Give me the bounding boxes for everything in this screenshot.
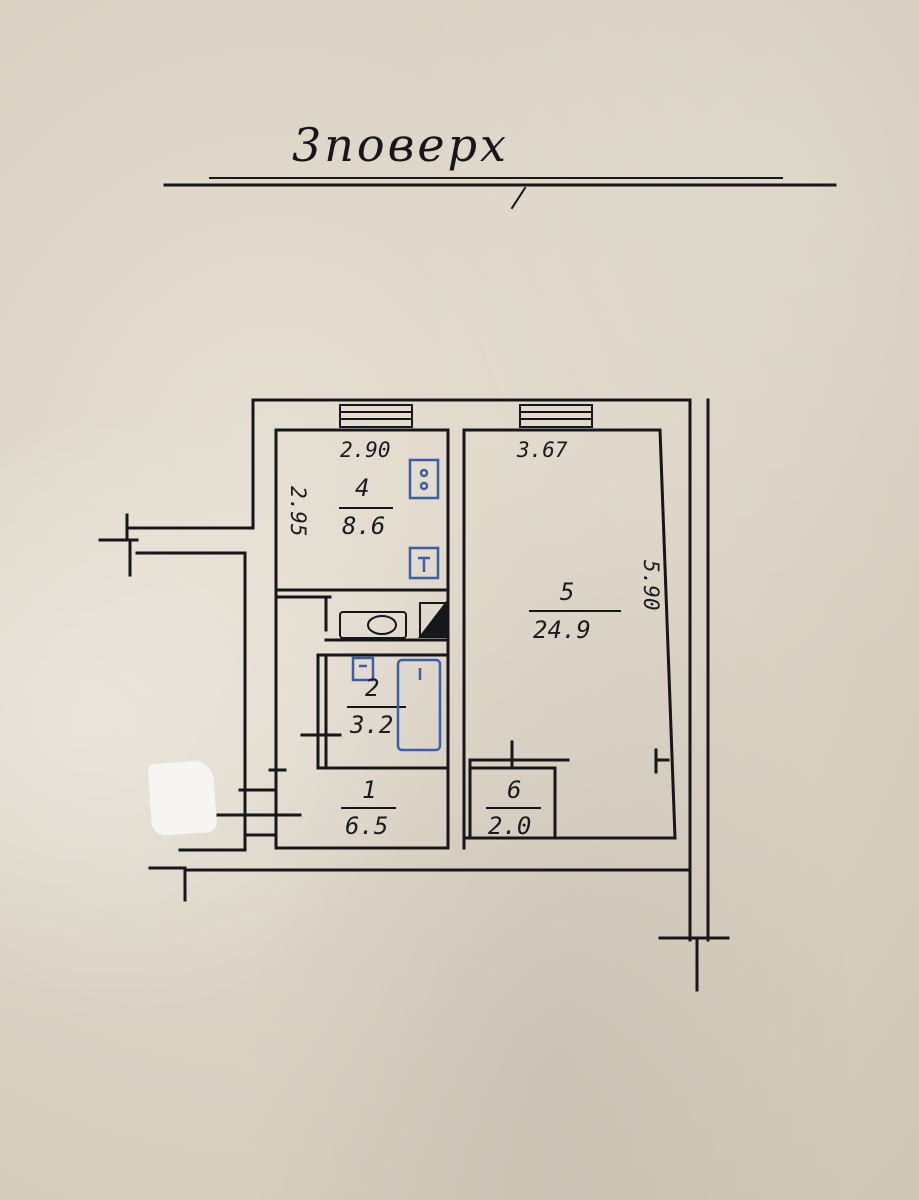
room-2-area: 3.2	[350, 711, 394, 739]
window-room	[519, 404, 593, 428]
toilet-fixture	[339, 611, 407, 639]
window-kitchen	[339, 404, 413, 428]
room-2-number: 2	[365, 674, 380, 702]
kitchen-width-dimension: 2.90	[340, 438, 391, 462]
room-4-number: 4	[355, 474, 370, 502]
bath-sink-fixture	[351, 656, 375, 682]
kitchen-sink-fixture	[408, 546, 440, 580]
stove-hatch	[417, 600, 447, 638]
redaction-patch	[147, 759, 218, 837]
room-5-area: 24.9	[533, 616, 591, 644]
room-6-area: 2.0	[488, 812, 532, 840]
room-4-area: 8.6	[342, 512, 386, 540]
outer-wall	[98, 398, 730, 992]
room-5-number: 5	[560, 578, 575, 606]
kitchen-length-dimension: 2.95	[286, 486, 310, 537]
kitchen-stove-fixture	[408, 458, 440, 500]
room-1-number: 1	[362, 776, 377, 804]
room-1-area: 6.5	[345, 812, 389, 840]
room-length-dimension: 5.90	[639, 560, 663, 611]
bathtub-fixture	[396, 658, 442, 752]
inner-walls	[216, 428, 677, 850]
room-width-dimension: 3.67	[517, 438, 568, 462]
room-6-number: 6	[507, 776, 522, 804]
floor-title: 3поверх	[292, 118, 509, 172]
